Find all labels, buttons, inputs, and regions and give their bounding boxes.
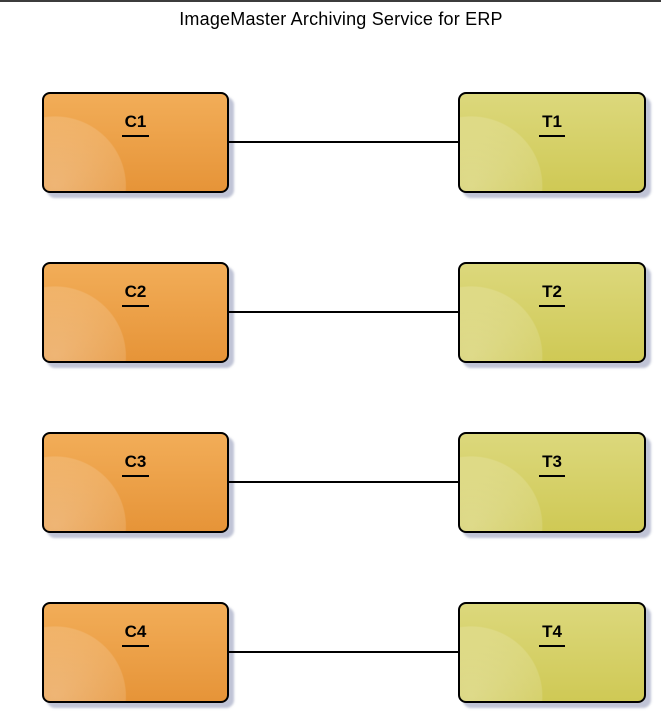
node-t3-label: T3	[539, 452, 565, 477]
node-t1[interactable]: T1	[458, 92, 646, 193]
connector-c3-t3	[228, 481, 458, 483]
connector-c2-t2	[228, 311, 458, 313]
node-c1[interactable]: C1	[42, 92, 229, 193]
node-t3[interactable]: T3	[458, 432, 646, 533]
node-t4[interactable]: T4	[458, 602, 646, 703]
node-t2-label: T2	[539, 282, 565, 307]
node-c2[interactable]: C2	[42, 262, 229, 363]
top-border-line	[0, 0, 661, 2]
node-c3-label: C3	[121, 452, 150, 477]
node-c1-label: C1	[121, 112, 150, 137]
node-c2-label: C2	[121, 282, 150, 307]
node-c3[interactable]: C3	[42, 432, 229, 533]
node-t2[interactable]: T2	[458, 262, 646, 363]
node-c4[interactable]: C4	[42, 602, 229, 703]
node-c4-label: C4	[121, 622, 150, 647]
node-t4-label: T4	[539, 622, 565, 647]
connector-c4-t4	[228, 651, 458, 653]
connector-c1-t1	[228, 141, 458, 143]
diagram-title: ImageMaster Archiving Service for ERP	[179, 9, 503, 29]
node-t1-label: T1	[539, 112, 565, 137]
